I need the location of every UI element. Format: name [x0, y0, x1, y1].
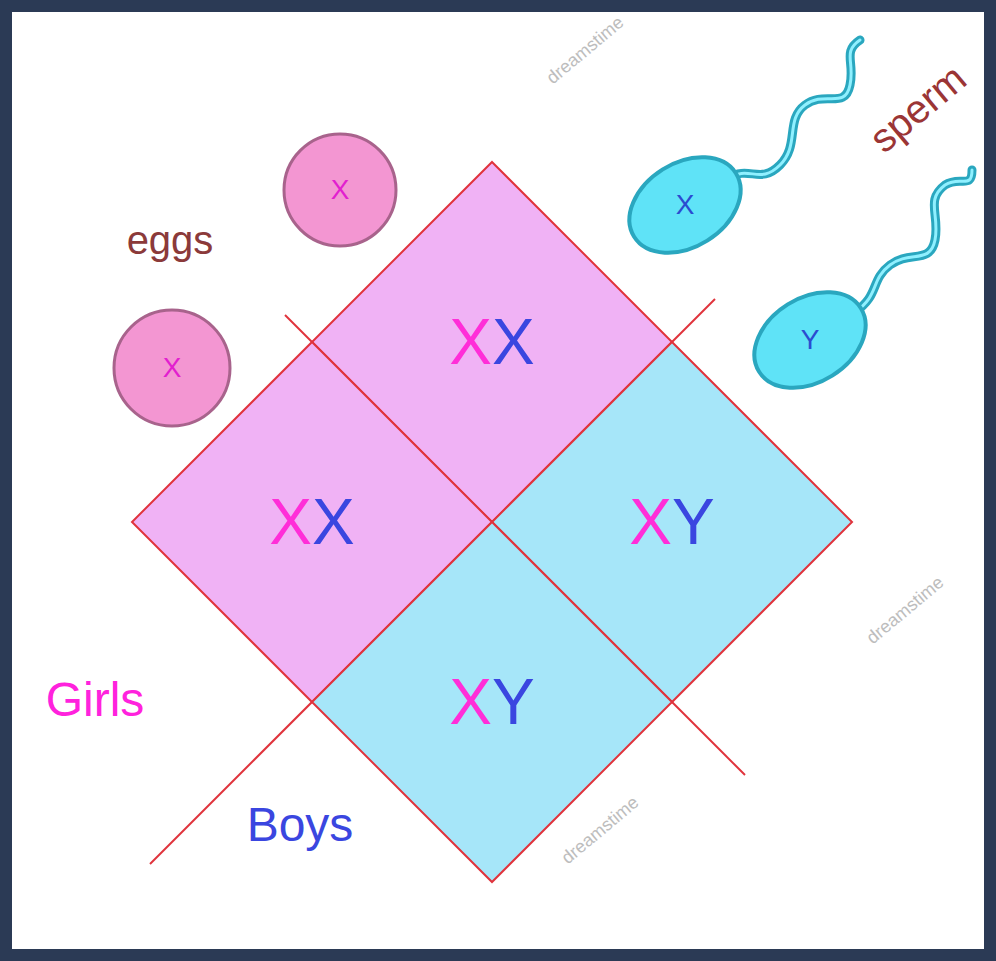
diamond-shape [312, 522, 672, 882]
egg-cell: X [112, 308, 232, 428]
chromosome-label: X [163, 354, 182, 382]
egg-shape [284, 134, 396, 246]
chromosome-label: X [676, 191, 695, 219]
chromosome-label: X [331, 176, 350, 204]
group-label: eggs [127, 220, 214, 260]
group-label: Boys [247, 801, 354, 849]
sperm-tail [855, 170, 972, 312]
chromosome-label: Y [801, 326, 820, 354]
genotype-label: XX [269, 490, 354, 554]
sperm-cell: Y [740, 285, 880, 395]
sperm-head [612, 138, 758, 273]
sperm-head [737, 273, 883, 408]
genotype-label: XY [449, 670, 534, 734]
sperm-tail-highlight [855, 170, 972, 312]
punnett-cell: XY [312, 522, 672, 882]
genotype-label: XY [629, 490, 714, 554]
sperm-tail-highlight [728, 40, 860, 178]
egg-cell: X [282, 132, 398, 248]
group-label: Girls [46, 676, 145, 724]
genotype-label: XX [449, 310, 534, 374]
sperm-cell: X [615, 150, 755, 260]
sperm-tail [728, 40, 860, 178]
egg-shape [114, 310, 230, 426]
